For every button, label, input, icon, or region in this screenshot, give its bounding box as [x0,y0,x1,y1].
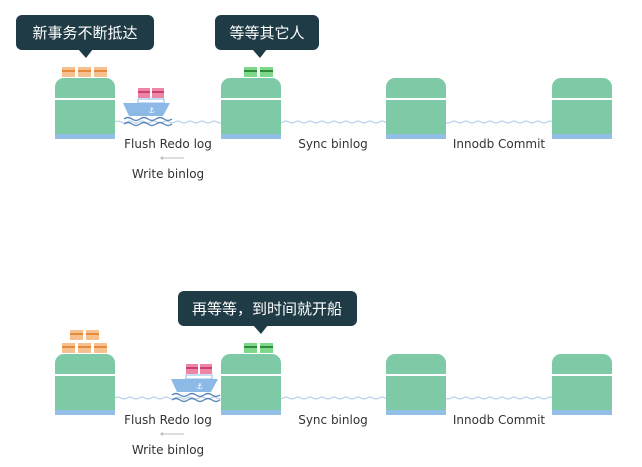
station-1 [55,354,115,415]
speech-bubble-2: 等等其它人 [215,15,319,58]
bubble-text: 再等等，到时间就开船 [192,300,342,318]
station-1 [55,78,115,139]
station-2 [221,354,281,415]
station-2 [221,78,281,139]
waiting-cargo-green [244,343,273,353]
bubble-text: 等等其它人 [229,24,304,42]
bubble-text: 新事务不断抵达 [32,24,137,42]
speech-bubble-1: 新事务不断抵达 [16,15,154,58]
station-4 [552,78,612,139]
panel-2: ⚓ 再等等，到时间就开船 Flush Redo log Sync binlog … [54,291,612,457]
speech-bubble-1: 再等等，到时间就开船 [178,291,357,334]
boat: ⚓ [123,88,173,127]
station-4 [552,354,612,415]
sub-arrow [160,156,184,160]
stage-label: Sync binlog [298,137,368,151]
stage-label: Innodb Commit [453,137,546,151]
sub-arrow [160,432,184,436]
wave-line [54,396,560,400]
station-3 [386,354,446,415]
svg-text:⚓: ⚓ [148,106,155,115]
boat: ⚓ [171,364,221,403]
waiting-cargo-green [244,67,273,77]
waiting-cargo-orange [62,330,107,353]
sub-label: Write binlog [132,443,204,457]
waiting-cargo-orange [62,67,107,77]
stage-label: Innodb Commit [453,413,546,427]
station-3 [386,78,446,139]
panel-1: ⚓ 新事务不断抵达 等等其它人 Flush Redo log Sync binl… [16,15,612,181]
sub-label: Write binlog [132,167,204,181]
svg-text:⚓: ⚓ [196,382,203,391]
stage-label: Flush Redo log [124,413,212,427]
stage-label: Flush Redo log [124,137,212,151]
stage-label: Sync binlog [298,413,368,427]
